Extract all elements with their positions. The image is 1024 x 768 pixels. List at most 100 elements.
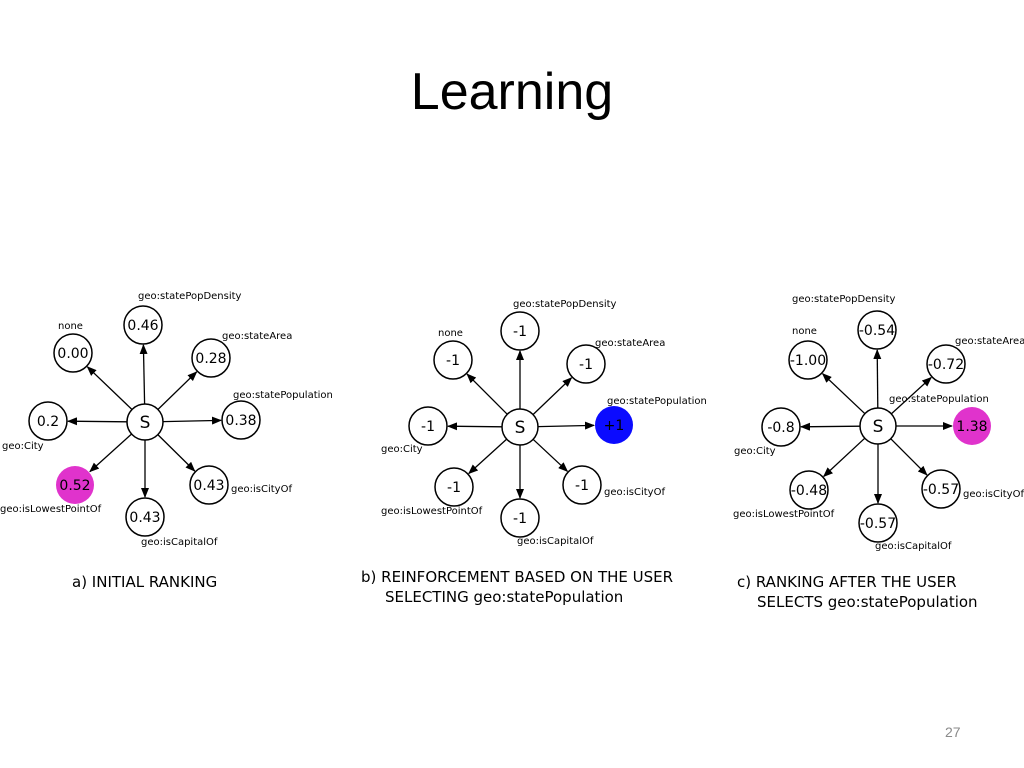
predicate-node: [191, 338, 231, 378]
diagram-a: S0.46geo:statePopDensity0.28geo:stateAre…: [0, 291, 333, 548]
center-node-label: S: [140, 413, 151, 433]
node-value: -0.48: [791, 483, 827, 499]
predicate-node: [789, 470, 829, 510]
center-node-label: S: [873, 417, 884, 437]
node-label: geo:isCapitalOf: [517, 536, 594, 547]
node-value: -1: [513, 324, 527, 340]
edge-arrow: [821, 373, 866, 415]
node-label: geo:City: [734, 446, 776, 457]
node-label: geo:statePopulation: [607, 396, 707, 407]
predicate-node: [788, 340, 828, 380]
caption-c-line2: SELECTS geo:statePopulation: [757, 593, 978, 611]
predicate-node: [761, 407, 801, 447]
predicate-node: [28, 401, 68, 441]
predicate-node: [56, 466, 94, 504]
caption-a-line1: a) INITIAL RANKING: [72, 573, 218, 591]
predicate-node: [562, 465, 602, 505]
predicate-node: [857, 310, 897, 350]
predicate-node: [921, 469, 961, 509]
predicate-node: [926, 344, 966, 384]
node-label: none: [792, 326, 817, 337]
edge-arrow: [157, 434, 196, 472]
node-value: 0.46: [127, 318, 158, 334]
predicate-node: [434, 467, 474, 507]
edge-arrow: [873, 349, 882, 409]
edge-arrow: [800, 422, 861, 431]
diagram-b: S-1geo:statePopDensity-1geo:stateArea+1g…: [381, 299, 707, 547]
predicate-node: [408, 406, 448, 446]
edge-arrow: [466, 373, 508, 415]
node-label: none: [438, 328, 463, 339]
node-label: geo:isLowestPointOf: [0, 504, 102, 515]
node-value: -1: [513, 511, 527, 527]
edge-arrow: [468, 438, 508, 475]
caption-b-line2: SELECTING geo:statePopulation: [385, 588, 624, 606]
node-value: -0.72: [928, 357, 964, 373]
node-value: 0.2: [37, 414, 59, 430]
node-label: geo:isCityOf: [231, 484, 292, 495]
node-label: geo:statePopulation: [233, 390, 333, 401]
predicate-node: [125, 497, 165, 537]
node-label: geo:statePopulation: [889, 394, 989, 405]
node-value: -1.00: [790, 353, 826, 369]
node-label: geo:stateArea: [955, 336, 1024, 347]
node-value: 0.52: [59, 478, 90, 494]
edge-arrow: [89, 433, 133, 473]
caption-b: b) REINFORCEMENT BASED ON THE USER SELEC…: [361, 567, 673, 607]
predicate-node: [566, 344, 606, 384]
node-label: geo:stateArea: [595, 338, 665, 349]
node-value: -1: [421, 419, 435, 435]
slide-title: Learning: [410, 63, 614, 121]
edge-arrow: [822, 437, 866, 478]
node-label: geo:isLowestPointOf: [381, 506, 483, 517]
node-value: -1: [446, 353, 460, 369]
center-node-label: S: [515, 418, 526, 438]
node-value: 0.43: [129, 510, 160, 526]
predicate-node: [189, 465, 229, 505]
node-label: geo:isCapitalOf: [875, 541, 952, 552]
node-label: geo:stateArea: [222, 331, 292, 342]
node-value: 0.43: [193, 478, 224, 494]
edge-arrow: [447, 422, 503, 431]
edge-arrow: [67, 417, 128, 426]
predicate-node: [953, 407, 991, 445]
caption-c: c) RANKING AFTER THE USER SELECTS geo:st…: [737, 572, 978, 612]
node-label: geo:statePopDensity: [138, 291, 242, 302]
node-value: 0.00: [57, 346, 88, 362]
edge-arrow: [157, 371, 198, 410]
predicate-node: [123, 305, 163, 345]
center-node: [126, 403, 164, 441]
node-label: none: [58, 321, 83, 332]
predicate-node: [858, 503, 898, 543]
center-node: [859, 407, 897, 445]
predicate-node: [53, 333, 93, 373]
diagram-c: S -0.54 geo:statePopDensity -0.72 geo:stateA…: [733, 294, 1024, 552]
caption-b-line1: b) REINFORCEMENT BASED ON THE USER: [361, 568, 674, 586]
node-value: -0.54: [859, 323, 895, 339]
predicate-node: [433, 340, 473, 380]
node-value: -0.57: [860, 516, 896, 532]
node-value: 0.38: [225, 413, 256, 429]
node-label: geo:City: [2, 441, 44, 452]
predicate-node: [500, 311, 540, 351]
node-value: 1.38: [956, 419, 987, 435]
center-node: [501, 408, 539, 446]
caption-a: a) INITIAL RANKING: [72, 572, 217, 592]
node-label: geo:isCityOf: [963, 489, 1024, 500]
node-value: -1: [579, 357, 593, 373]
node-value: -1: [447, 480, 461, 496]
node-label: geo:isLowestPointOf: [733, 509, 835, 520]
edge-arrow: [139, 344, 148, 405]
predicate-node: [500, 498, 540, 538]
edge-arrow: [532, 438, 569, 472]
node-value: -1: [575, 478, 589, 494]
edge-arrow: [532, 377, 573, 416]
node-label: geo:statePopDensity: [513, 299, 617, 310]
edge-arrow: [162, 416, 222, 425]
edge-arrow: [537, 421, 595, 430]
node-label: geo:isCityOf: [604, 487, 665, 498]
node-value: +1: [604, 418, 625, 434]
node-value: -0.8: [767, 420, 794, 436]
node-label: geo:statePopDensity: [792, 294, 896, 305]
